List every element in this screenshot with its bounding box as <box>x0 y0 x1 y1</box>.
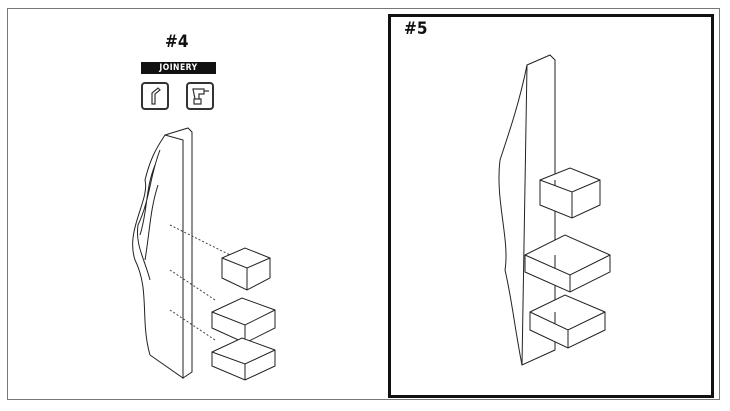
joinery-label: JOINERY <box>141 62 216 74</box>
step5-number: #5 <box>404 19 428 39</box>
step5-assembly <box>498 54 611 366</box>
step4-number: #4 <box>165 32 189 52</box>
dowel-icon <box>141 82 169 110</box>
drill-icon <box>186 82 214 110</box>
outer-frame <box>7 8 720 400</box>
step4-plank <box>132 127 193 379</box>
step5-panel <box>388 14 714 398</box>
step4-dowels <box>169 224 231 341</box>
step4-boxes <box>211 247 276 381</box>
